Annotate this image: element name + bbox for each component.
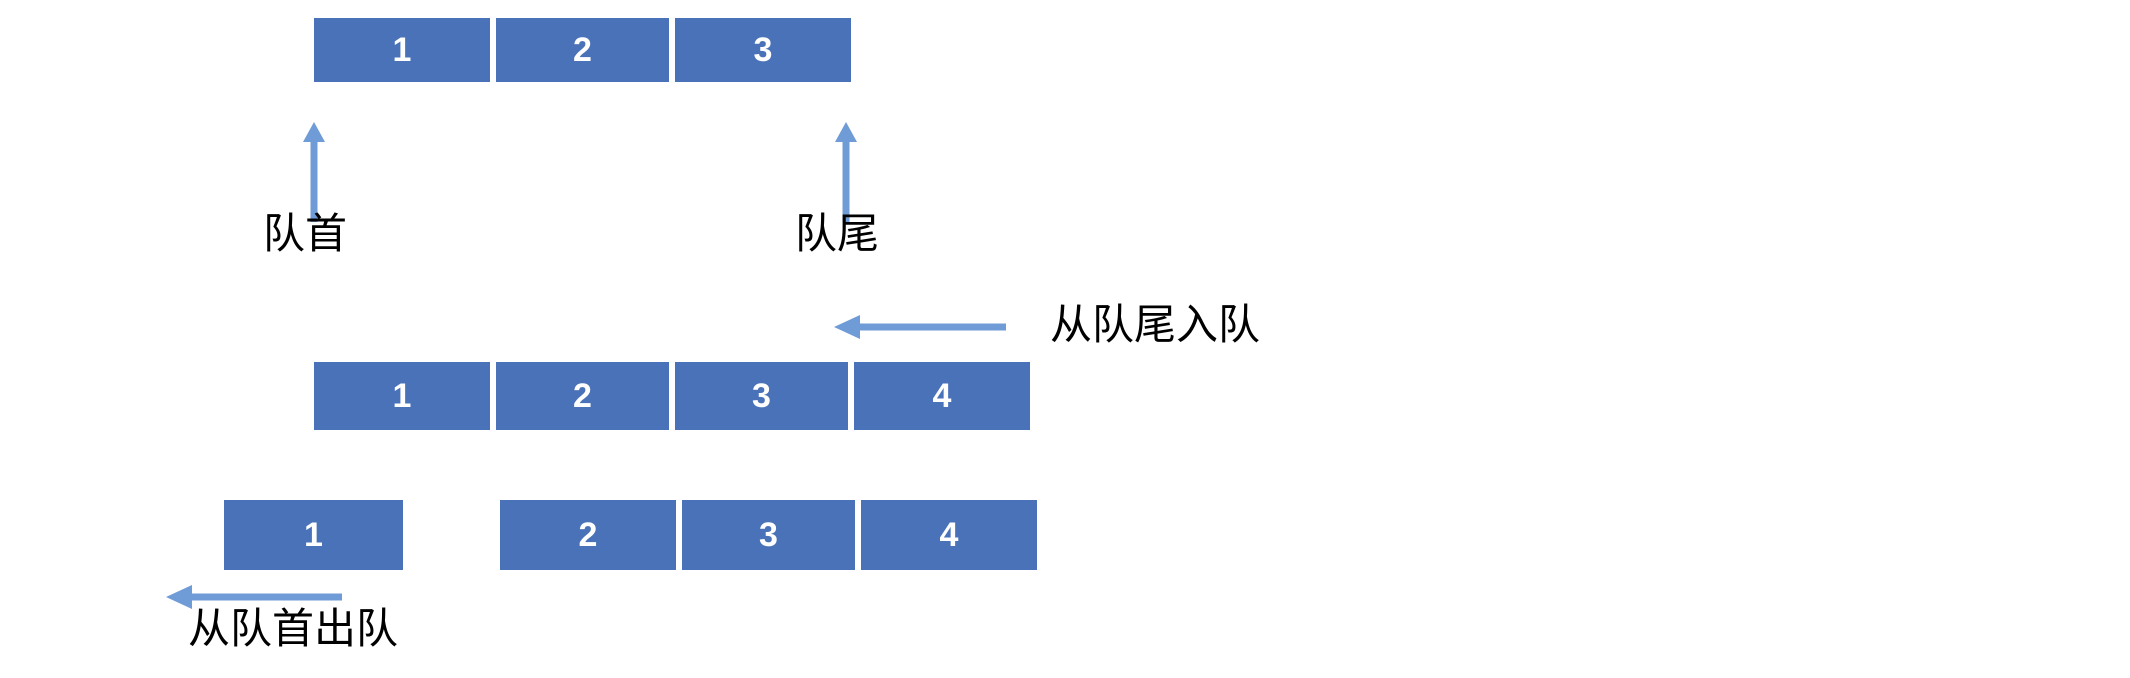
head-pointer-arrow <box>298 122 330 222</box>
initial-queue-row: 1 2 3 <box>314 18 851 82</box>
queue-cell: 2 <box>500 500 679 570</box>
queue-after-dequeue-row: 2 3 4 <box>500 500 1037 570</box>
dequeue-label: 从队首出队 <box>188 605 399 652</box>
queue-cell: 3 <box>672 362 851 430</box>
dequeue-arrow <box>166 582 342 612</box>
queue-cell: 2 <box>493 362 672 430</box>
queue-cell: 3 <box>672 18 851 82</box>
queue-cell: 2 <box>493 18 672 82</box>
queue-cell: 4 <box>858 500 1037 570</box>
queue-cell: 1 <box>314 18 493 82</box>
queue-cell: 1 <box>224 500 403 570</box>
tail-pointer-arrow <box>830 122 862 222</box>
queue-after-enqueue-row: 1 2 3 4 <box>314 362 1030 430</box>
queue-cell: 3 <box>679 500 858 570</box>
head-label: 队首 <box>263 210 348 257</box>
queue-cell: 4 <box>851 362 1030 430</box>
enqueue-arrow <box>834 312 1006 342</box>
dequeued-element-row: 1 <box>224 500 403 570</box>
enqueue-label: 从队尾入队 <box>1050 301 1261 348</box>
queue-cell: 1 <box>314 362 493 430</box>
tail-label: 队尾 <box>795 210 880 257</box>
